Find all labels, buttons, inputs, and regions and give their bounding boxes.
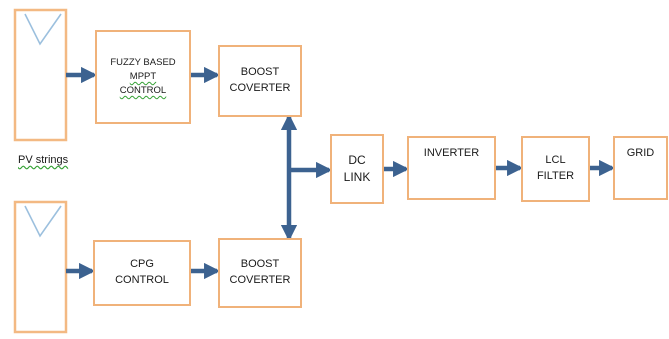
fuzzy-line-2: MPPT [129, 71, 157, 83]
dc-link-block: DC LINK [330, 134, 384, 204]
cpg-control-block: CPG CONTROL [93, 240, 191, 306]
fuzzy-line-1: FUZZY BASED [110, 57, 176, 69]
fuzzy-mppt-control-block: FUZZY BASED MPPT CONTROL [95, 30, 191, 124]
grid-label: GRID [626, 147, 655, 159]
cpg-line-2: CONTROL [115, 274, 169, 286]
inverter-block: INVERTER [407, 136, 496, 200]
lcl-line-1: LCL [545, 154, 566, 167]
boost-top-line-1: BOOST [240, 66, 280, 79]
pv-strings-label: PV strings [18, 154, 69, 166]
cpg-line-1: CPG [130, 258, 154, 271]
pv-string-bottom-icon [13, 200, 68, 334]
dc-link-line-2: LINK [343, 170, 371, 184]
lcl-line-2: FILTER [536, 170, 575, 182]
boost-converter-bottom-block: BOOST COVERTER [218, 238, 302, 308]
inverter-label: INVERTER [423, 147, 480, 159]
boost-bottom-line-2: COVERTER [229, 274, 291, 286]
boost-converter-top-block: BOOST COVERTER [218, 45, 302, 117]
dc-link-line-1: DC [348, 152, 366, 167]
grid-block: GRID [613, 136, 668, 200]
lcl-filter-block: LCL FILTER [521, 136, 590, 202]
pv-string-top-icon [13, 8, 68, 142]
boost-bottom-line-1: BOOST [240, 258, 280, 271]
boost-top-line-2: COVERTER [229, 82, 291, 94]
fuzzy-line-3: CONTROL [119, 84, 167, 96]
